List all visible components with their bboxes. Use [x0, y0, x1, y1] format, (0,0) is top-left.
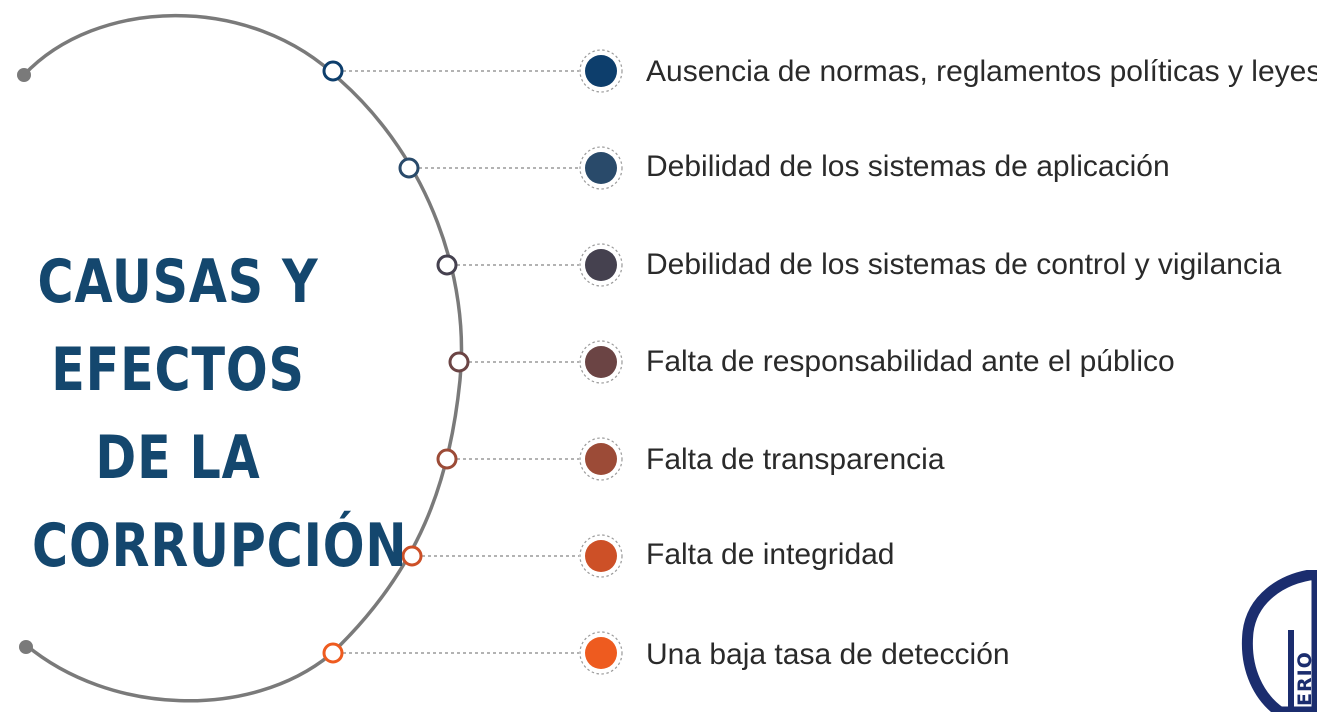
bullet-dot-2 [585, 152, 617, 184]
bullet-ring-4 [579, 340, 623, 384]
bullet-dot-1 [585, 55, 617, 87]
item-label-6: Falta de integridad [646, 538, 895, 571]
item-label-2: Debilidad de los sistemas de aplicación [646, 150, 1170, 183]
diagram-title: CAUSAS Y EFECTOS DE LA CORRUPCIÓN [0, 238, 408, 590]
item-label-4: Falta de responsabilidad ante el público [646, 345, 1175, 378]
arc-node-7 [322, 642, 344, 664]
title-line-1: CAUSAS Y [37, 247, 319, 317]
title-line-2: EFECTOS DE LA [51, 335, 305, 493]
arc-node-5 [436, 448, 458, 470]
arc-node-4 [448, 351, 470, 373]
item-label-7: Una baja tasa de detección [646, 638, 1010, 671]
title-line-3: CORRUPCIÓN [32, 511, 408, 581]
item-label-1: Ausencia de normas, reglamentos política… [646, 55, 1317, 88]
ministry-logo-icon [1241, 570, 1317, 712]
item-label-5: Falta de transparencia [646, 443, 945, 476]
arc-node-1 [322, 60, 344, 82]
bullet-ring-2 [579, 146, 623, 190]
bullet-dot-7 [585, 637, 617, 669]
bullet-dot-3 [585, 249, 617, 281]
item-label-3: Debilidad de los sistemas de control y v… [646, 248, 1282, 281]
bullet-ring-6 [579, 534, 623, 578]
bullet-ring-7 [579, 631, 623, 675]
bullet-dot-4 [585, 346, 617, 378]
bullet-ring-5 [579, 437, 623, 481]
arc-end-dot-top [17, 68, 31, 82]
main-arc [22, 13, 464, 703]
arc-node-3 [436, 254, 458, 276]
bullet-dot-5 [585, 443, 617, 475]
bullet-ring-1 [579, 49, 623, 93]
bullet-ring-3 [579, 243, 623, 287]
arc-end-dot-bottom [19, 640, 33, 654]
bullet-dot-6 [585, 540, 617, 572]
arc-node-6 [401, 545, 423, 567]
arc-node-2 [398, 157, 420, 179]
logo-text: ERIO [1294, 651, 1316, 706]
